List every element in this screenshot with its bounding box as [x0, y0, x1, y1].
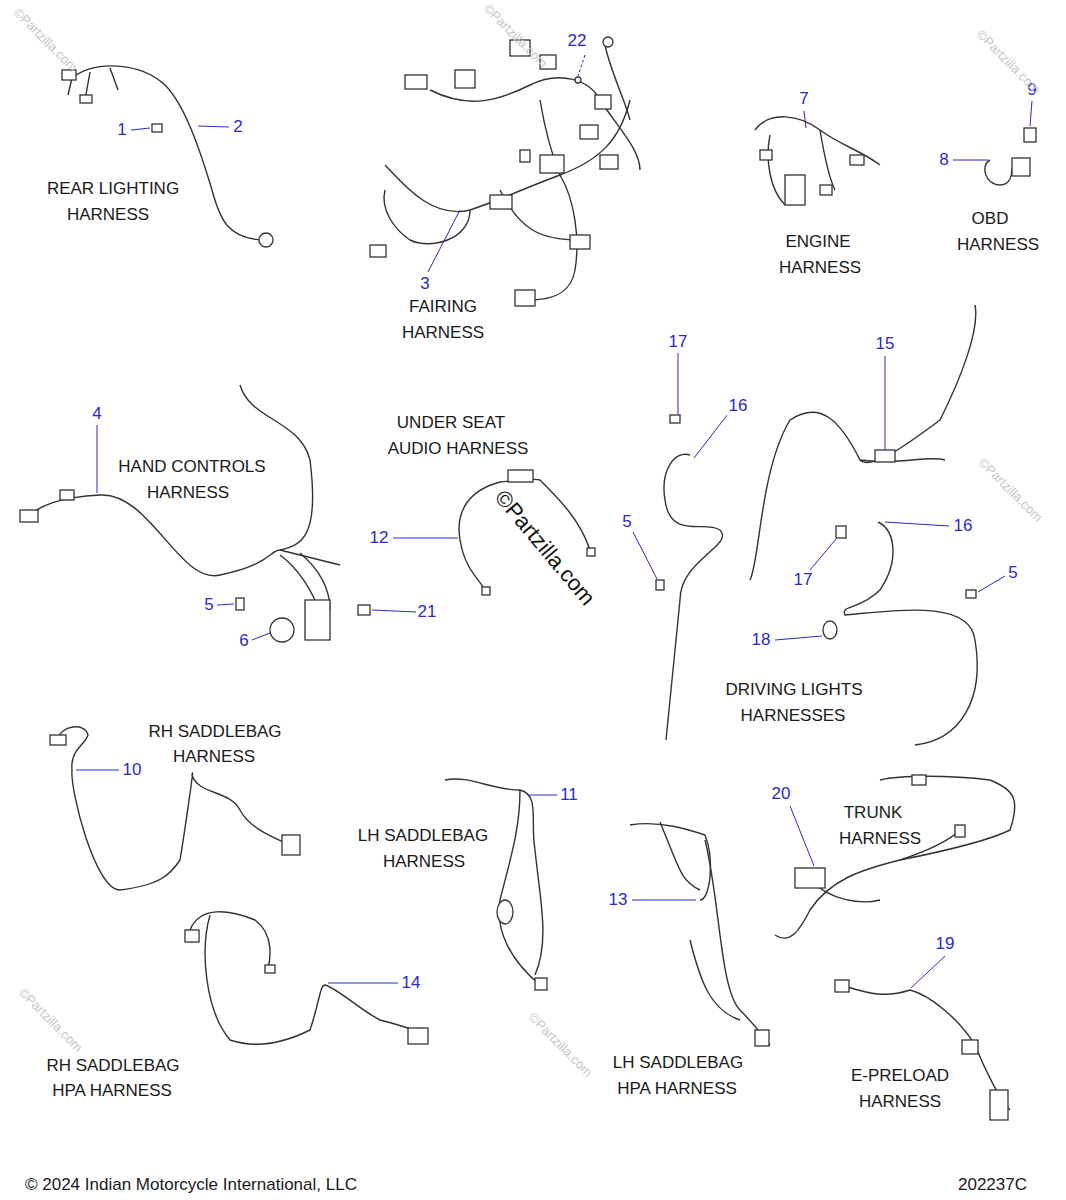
part-label: RH SADDLEBAG [146, 722, 283, 742]
trunk-harness [775, 775, 1015, 938]
callout-number: 14 [400, 973, 423, 993]
part-label: HARNESS [777, 258, 863, 278]
rh-saddlebag-harness [50, 727, 300, 890]
watermark: ©Partzilla.com [15, 985, 85, 1055]
callout-number: 1 [115, 120, 128, 140]
callout-number: 13 [607, 890, 630, 910]
callout-number: 5 [202, 595, 215, 615]
watermark: ©Partzilla.com [480, 1, 550, 71]
part-label: HARNESSES [739, 706, 848, 726]
callout-number: 4 [90, 404, 103, 424]
part-label: HPA HARNESS [615, 1079, 739, 1099]
callout-number: 10 [121, 760, 144, 780]
part-label: LH SADDLEBAG [611, 1053, 745, 1073]
driving-lights-harnesses [633, 305, 1005, 745]
callout-number: 19 [934, 934, 957, 954]
part-label: HPA HARNESS [50, 1081, 174, 1101]
obd-harness [953, 101, 1036, 185]
part-label: UNDER SEAT [395, 413, 507, 433]
part-label: E-PRELOAD [849, 1066, 951, 1086]
callout-number: 16 [727, 396, 750, 416]
callout-number: 2 [231, 117, 244, 137]
callout-number: 11 [558, 785, 580, 805]
rear-lighting-harness [62, 66, 273, 247]
lh-saddlebag-hpa-harness [630, 822, 770, 1046]
callout-number: 6 [237, 631, 250, 651]
callout-number: 8 [937, 150, 950, 170]
part-label: AUDIO HARNESS [386, 439, 531, 459]
callout-number: 20 [770, 784, 793, 804]
watermark: ©Partzilla.com [10, 5, 80, 75]
copyright-footer: 202237C [958, 1175, 1027, 1195]
callout-number: 12 [368, 528, 391, 548]
part-label: LH SADDLEBAG [356, 826, 490, 846]
rh-saddlebag-hpa-harness [185, 912, 428, 1044]
part-label: HARNESS [145, 483, 231, 503]
part-label: REAR LIGHTING [45, 179, 181, 199]
lh-saddlebag-harness [445, 779, 557, 990]
part-label: HARNESS [837, 829, 923, 849]
watermark: ©Partzilla.com [973, 27, 1043, 97]
callout-number: 17 [792, 570, 815, 590]
callout-number: 16 [952, 516, 975, 536]
part-label: HARNESS [955, 235, 1041, 255]
hand-controls-harness [20, 385, 417, 642]
part-label: HARNESS [381, 852, 467, 872]
part-label: HARNESS [65, 205, 151, 225]
callout-number: 22 [566, 31, 589, 51]
part-label: HAND CONTROLS [116, 457, 267, 477]
part-label: DRIVING LIGHTS [724, 680, 865, 700]
watermark: ©Partzilla.com [490, 485, 601, 610]
callout-number: 7 [797, 89, 810, 109]
part-label: TRUNK [842, 803, 905, 823]
part-label: OBD [970, 209, 1011, 229]
callout-number: 17 [667, 332, 690, 352]
fairing-harness [370, 37, 640, 306]
callout-number: 15 [874, 334, 897, 354]
part-label: HARNESS [857, 1092, 943, 1112]
part-label: FAIRING [407, 297, 479, 317]
copyright-footer: © 2024 Indian Motorcycle International, … [25, 1175, 357, 1195]
engine-harness [755, 111, 880, 205]
part-label: RH SADDLEBAG [44, 1056, 181, 1076]
part-label: HARNESS [171, 747, 257, 767]
callout-number: 5 [1006, 563, 1019, 583]
callout-number: 18 [750, 630, 773, 650]
part-label: ENGINE [783, 232, 852, 252]
callout-number: 3 [418, 274, 431, 294]
callout-number: 5 [620, 512, 633, 532]
e-preload-harness [835, 956, 1010, 1120]
part-label: HARNESS [400, 323, 486, 343]
callout-number: 21 [416, 602, 439, 622]
watermark: ©Partzilla.com [975, 455, 1045, 525]
watermark: ©Partzilla.com [525, 1010, 595, 1080]
